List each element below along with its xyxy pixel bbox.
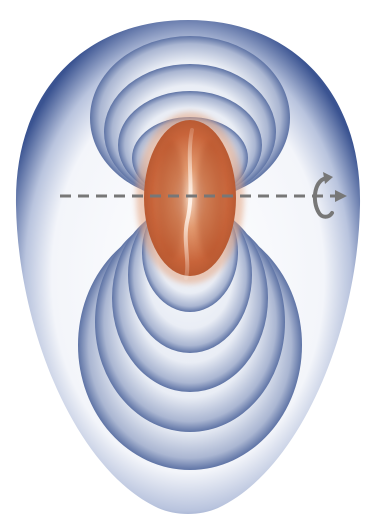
core-left-band	[157, 140, 185, 260]
rotation-axis-arrowhead	[335, 190, 347, 202]
core-right-band	[196, 140, 224, 260]
core-streak	[183, 128, 194, 280]
central-core	[136, 112, 244, 284]
rotation-arrow-icon	[312, 172, 334, 219]
